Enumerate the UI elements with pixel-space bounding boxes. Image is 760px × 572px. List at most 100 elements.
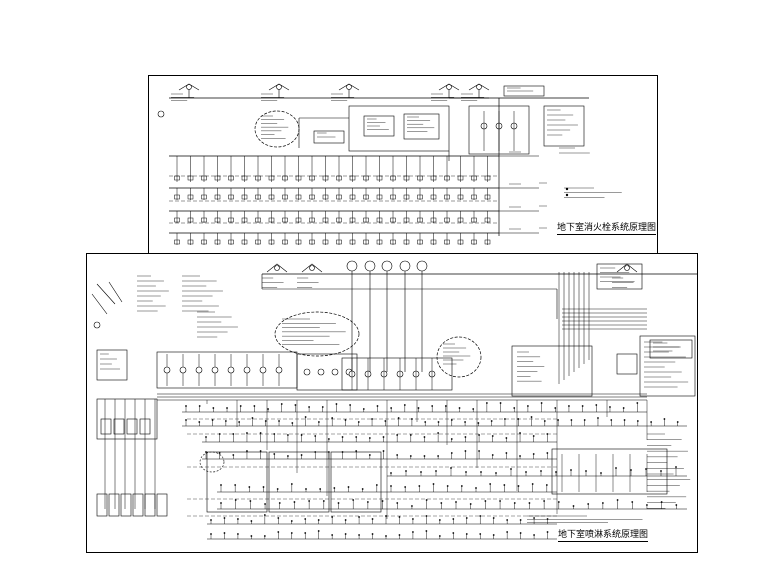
sprinkler-head xyxy=(437,421,440,423)
sprinkler-head xyxy=(417,407,420,409)
sprinkler-head xyxy=(349,404,352,406)
sprinkler-head xyxy=(405,470,407,472)
hydrant-box xyxy=(268,194,275,200)
sprinkler-head xyxy=(198,405,201,407)
tank-symbol xyxy=(108,493,120,517)
valve-symbol xyxy=(624,265,630,271)
sprinkler-head xyxy=(517,485,520,487)
pump-unit xyxy=(403,113,440,140)
sprinkler-head xyxy=(505,452,508,454)
sprinkler-head xyxy=(355,450,358,452)
sprinkler-head xyxy=(368,454,371,456)
sprinkler-head xyxy=(262,486,265,488)
hydrant-connection-symbol xyxy=(178,83,200,91)
sprinkler-head xyxy=(423,455,426,457)
sprinkler-head xyxy=(205,451,207,453)
hydrant-box xyxy=(322,239,329,245)
hydrant-box xyxy=(417,217,423,223)
sprinkler-head xyxy=(211,419,214,421)
sprinkler-head xyxy=(304,532,307,534)
sprinkler-head xyxy=(234,499,237,501)
sprinkler-head xyxy=(645,468,647,470)
hydrant-box xyxy=(376,217,383,223)
hydrant-connection-symbol xyxy=(468,83,490,91)
pump-symbol xyxy=(227,366,235,374)
sprinkler-head xyxy=(263,535,266,537)
sprinkler-head xyxy=(382,450,385,452)
hydrant-box xyxy=(295,239,302,245)
sprinkler-head xyxy=(224,420,227,422)
pump-symbol xyxy=(259,366,267,374)
sprinkler-head xyxy=(546,531,549,533)
sprinkler-head xyxy=(485,402,488,404)
legend-box xyxy=(649,339,693,359)
alarm-valve-symbol xyxy=(364,260,376,272)
sprinkler-head xyxy=(557,419,560,421)
sprinkler-head xyxy=(425,515,428,517)
sprinkler-head xyxy=(234,484,237,486)
sprinkler-head xyxy=(572,505,575,507)
sprinkler-head xyxy=(479,533,482,535)
sprinkler-head xyxy=(587,503,590,505)
sprinkler-head xyxy=(615,467,617,469)
sprinkler-head xyxy=(519,432,521,434)
hydrant-box xyxy=(363,217,369,223)
tank-symbol xyxy=(96,493,108,517)
sprinkler-head xyxy=(276,488,279,490)
sprinkler-head xyxy=(212,407,215,409)
sprinkler-head xyxy=(278,502,281,504)
zone-outline xyxy=(551,448,668,495)
sprinkler-head xyxy=(397,417,400,419)
sprinkler-head xyxy=(540,402,543,404)
sprinkler-head xyxy=(616,499,619,501)
sprinkler-head xyxy=(218,452,221,454)
hydrant-box xyxy=(457,194,464,200)
sprinkler-head xyxy=(333,487,336,489)
hydrant-box xyxy=(390,194,396,200)
sprinkler-head xyxy=(331,534,334,536)
sprinkler-head xyxy=(477,422,480,424)
hydrant-box xyxy=(336,194,342,200)
hydrant-connection-symbol xyxy=(268,83,290,91)
hydrant-box xyxy=(201,175,207,181)
sprinkler-head xyxy=(568,405,570,407)
hydrant-box xyxy=(309,239,315,245)
sprinkler-head xyxy=(246,450,248,452)
sprinkler-head xyxy=(546,518,549,520)
valve-symbol xyxy=(476,84,482,90)
hydrant-box xyxy=(363,239,369,245)
hydrant-box xyxy=(390,239,396,245)
sprinkler-head xyxy=(337,502,340,504)
sprinkler-head xyxy=(358,516,360,518)
hydrant-box xyxy=(484,217,491,223)
sprinkler-head xyxy=(532,453,535,455)
sprinkler-head xyxy=(527,405,529,407)
hydrant-connection-symbol xyxy=(438,83,460,91)
sprinkler-head xyxy=(238,421,241,423)
sprinkler-head xyxy=(226,407,228,409)
sprinkler-head xyxy=(259,432,262,434)
sprinkler-head xyxy=(503,484,506,486)
sprinkler-head xyxy=(396,434,399,436)
lower-diagram xyxy=(91,260,697,540)
valve-symbol xyxy=(346,84,352,90)
sprinkler-head xyxy=(609,406,611,408)
pump-symbol xyxy=(179,366,187,374)
sprinkler-head xyxy=(455,501,457,503)
sprinkler-head xyxy=(390,472,392,474)
sprinkler-head xyxy=(636,402,639,404)
sprinkler-head xyxy=(384,420,387,422)
sprinkler-head xyxy=(390,485,392,487)
sprinkler-head xyxy=(237,518,239,520)
sprinkler-head xyxy=(545,484,548,486)
sprinkler-head xyxy=(409,434,412,436)
pump-symbol xyxy=(243,366,251,374)
sprinkler-head xyxy=(583,419,586,421)
sprinkler-head xyxy=(492,534,495,536)
sprinkler-head xyxy=(484,500,487,502)
hydrant-box xyxy=(241,239,248,245)
sprinkler-head xyxy=(210,519,212,521)
hydrant-box xyxy=(174,194,180,200)
hydrant-box xyxy=(322,194,329,200)
sprinkler-head xyxy=(259,450,262,452)
